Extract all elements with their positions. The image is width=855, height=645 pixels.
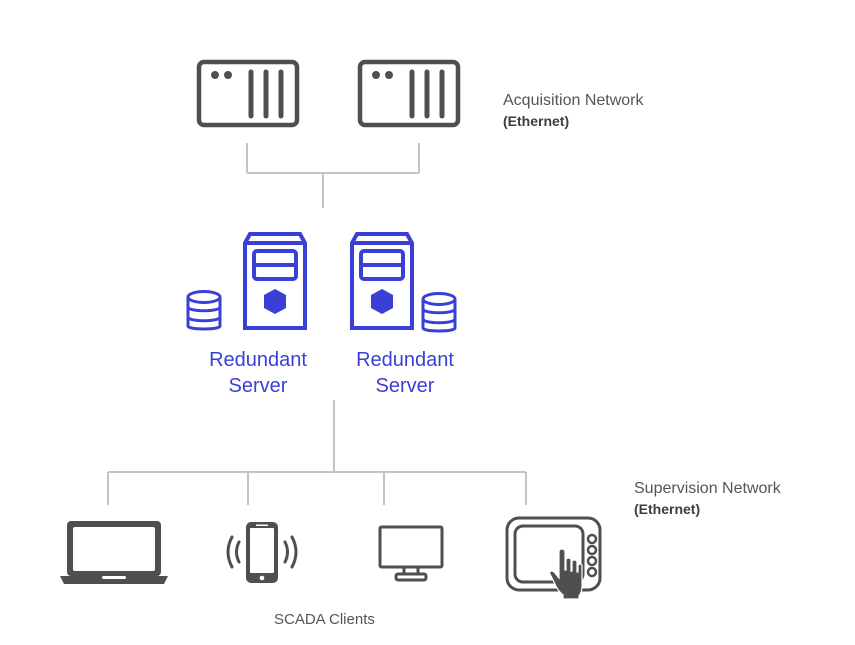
server-label-line2: Server	[228, 375, 288, 397]
server-label-line1: Redundant	[209, 349, 307, 371]
server-label: Redundant Server	[198, 347, 318, 399]
rack-device-icon	[357, 59, 461, 128]
laptop-icon	[60, 521, 168, 584]
database-icon	[421, 292, 457, 333]
server-label-line1: Redundant	[356, 349, 454, 371]
server-tower-icon	[243, 232, 307, 330]
database-icon	[186, 290, 222, 331]
supervision-network-label: Supervision Network (Ethernet)	[634, 479, 781, 519]
server-label: Redundant Server	[345, 347, 465, 399]
supervision-network-name: Supervision Network	[634, 480, 781, 497]
server-label-line2: Server	[375, 375, 435, 397]
server-tower-icon	[350, 232, 414, 330]
acquisition-network-name: Acquisition Network	[503, 92, 644, 109]
supervision-network-protocol: (Ethernet)	[634, 501, 701, 517]
monitor-icon	[378, 525, 444, 582]
rack-device-icon	[196, 59, 300, 128]
hand-icon	[549, 548, 583, 600]
acquisition-network-label: Acquisition Network (Ethernet)	[503, 91, 644, 131]
acquisition-network-protocol: (Ethernet)	[503, 113, 570, 129]
scada-clients-label: SCADA Clients	[274, 611, 375, 628]
smartphone-icon	[226, 522, 298, 583]
touch-panel-icon	[505, 516, 602, 600]
